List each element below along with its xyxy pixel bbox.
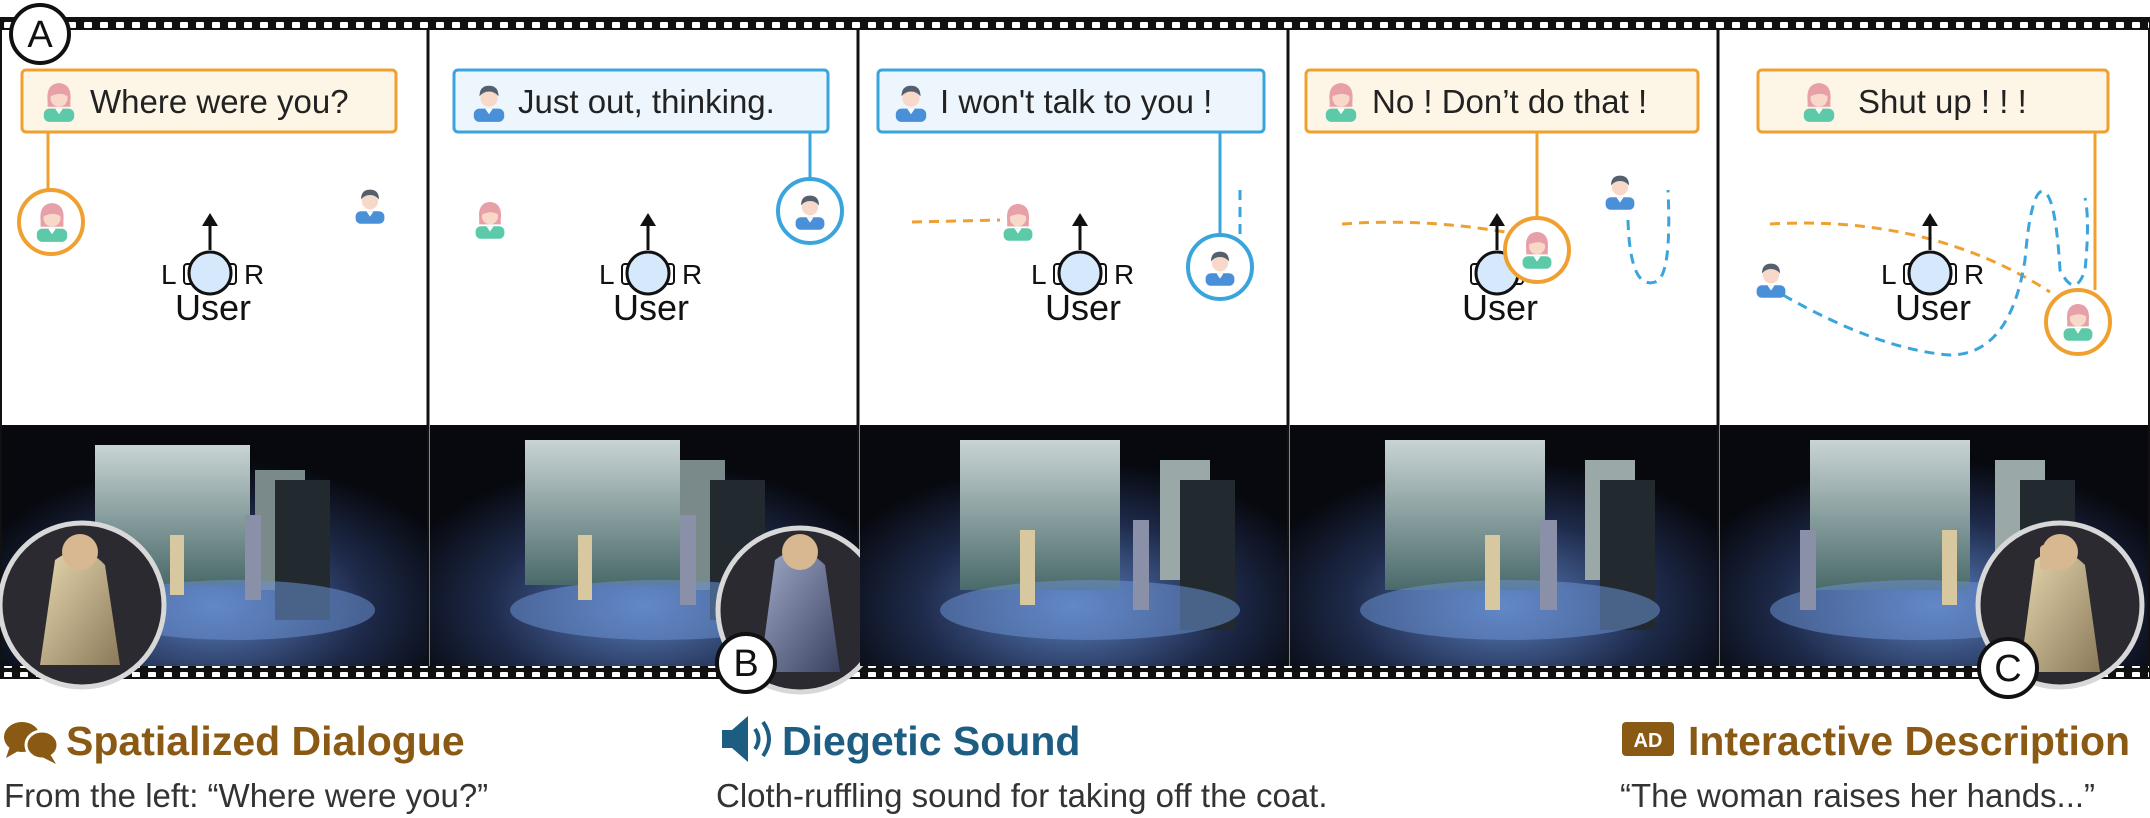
man-movement-path bbox=[1782, 190, 2089, 357]
right-ear-label: R bbox=[682, 259, 702, 290]
right-ear-label: R bbox=[244, 259, 264, 290]
film-strip bbox=[0, 17, 2150, 679]
user-head-icon bbox=[183, 213, 237, 296]
left-ear-label: L bbox=[161, 259, 177, 290]
stage-photos bbox=[0, 425, 2148, 695]
speaker-icon bbox=[722, 716, 771, 762]
caption-text: Cloth-ruffling sound for taking off the … bbox=[716, 777, 1327, 814]
woman-avatar-icon bbox=[475, 201, 505, 239]
user-label: User bbox=[1895, 287, 1971, 328]
caption-title: Interactive Description bbox=[1688, 718, 2130, 764]
user-label: User bbox=[613, 287, 689, 328]
left-ear-label: L bbox=[599, 259, 615, 290]
caption-title: Diegetic Sound bbox=[782, 718, 1080, 764]
speech-bubbles-icon bbox=[4, 722, 60, 764]
woman-avatar-icon bbox=[1003, 203, 1033, 241]
right-ear-label: R bbox=[1114, 259, 1134, 290]
user-label: User bbox=[1045, 287, 1121, 328]
marker-c: C bbox=[1977, 637, 2039, 699]
man-avatar-icon bbox=[1605, 175, 1635, 210]
svg-text:AD: AD bbox=[1634, 730, 1663, 752]
man-movement-path bbox=[1626, 189, 1671, 285]
diagram-frame-4: No ! Don’t do that ! User bbox=[1304, 68, 1700, 328]
diagram-frame-2: Just out, thinking. L R User bbox=[452, 68, 844, 328]
left-ear-label: L bbox=[1881, 259, 1897, 290]
dialogue-bubble-text: Just out, thinking. bbox=[518, 83, 775, 120]
ad-icon: AD bbox=[1622, 722, 1674, 756]
caption-dialogue: Spatialized Dialogue From the left: “Whe… bbox=[4, 718, 488, 814]
svg-text:C: C bbox=[1994, 648, 2021, 690]
dialogue-bubble-text: I won't talk to you ! bbox=[940, 83, 1212, 120]
diagram-frame-1: Where were you? L R User bbox=[17, 68, 398, 328]
film-perforation-top bbox=[0, 18, 2150, 30]
caption-description: AD Interactive Description “The woman ra… bbox=[1620, 718, 2130, 814]
dialogue-bubble bbox=[20, 68, 398, 134]
diagram-frame-3: I won't talk to you ! L R User bbox=[876, 68, 1266, 328]
diagram-frame-5: Shut up ! ! ! L R User bbox=[1756, 68, 2112, 357]
left-ear-label: L bbox=[1031, 259, 1047, 290]
dialogue-bubble bbox=[1756, 68, 2110, 134]
dialogue-bubble bbox=[452, 68, 830, 134]
caption-title: Spatialized Dialogue bbox=[66, 718, 465, 764]
stage-photo-2 bbox=[430, 425, 885, 695]
dialogue-bubble-text: Shut up ! ! ! bbox=[1858, 83, 2027, 120]
woman-movement-path bbox=[1341, 220, 1506, 234]
film-perforation-bottom bbox=[0, 666, 2150, 678]
svg-text:A: A bbox=[27, 14, 53, 56]
user-label: User bbox=[175, 287, 251, 328]
stage-photo-1 bbox=[0, 425, 427, 690]
caption-text: From the left: “Where were you?” bbox=[4, 777, 488, 814]
man-avatar-icon bbox=[355, 189, 385, 224]
dialogue-bubble bbox=[1304, 68, 1700, 134]
marker-a: A bbox=[9, 3, 71, 65]
svg-text:B: B bbox=[733, 643, 758, 685]
dialogue-bubble bbox=[876, 68, 1266, 134]
caption-sound: Diegetic Sound Cloth-ruffling sound for … bbox=[716, 716, 1327, 814]
stage-photo-4 bbox=[1290, 425, 1717, 666]
right-ear-label: R bbox=[1964, 259, 1984, 290]
caption-text: “The woman raises her hands...” bbox=[1620, 777, 2095, 814]
man-avatar-icon bbox=[1756, 263, 1786, 298]
user-head-icon bbox=[1053, 213, 1107, 296]
user-head-icon bbox=[621, 213, 675, 296]
woman-movement-path bbox=[1769, 221, 2051, 294]
stage-photo-3 bbox=[860, 425, 1287, 666]
marker-b: B bbox=[715, 632, 777, 694]
woman-movement-path bbox=[911, 218, 1001, 224]
dialogue-bubble-text: No ! Don’t do that ! bbox=[1372, 83, 1647, 120]
stage-photo-5 bbox=[1720, 425, 2148, 690]
user-label: User bbox=[1462, 287, 1538, 328]
user-head-icon bbox=[1903, 213, 1957, 296]
dialogue-bubble-text: Where were you? bbox=[90, 83, 349, 120]
